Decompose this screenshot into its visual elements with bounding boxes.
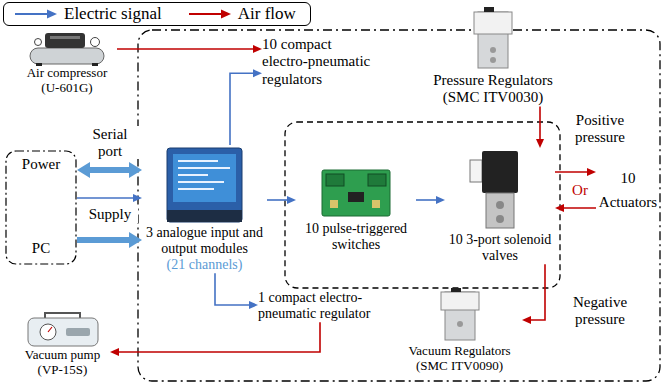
air-flow-arrow: [555, 204, 596, 212]
air-flow-arrow: [522, 264, 545, 324]
compressor-node: Air compressor (U-601G): [17, 30, 117, 96]
dash-dot-border: [6, 151, 76, 264]
air-flow-arrow: [110, 322, 320, 356]
node-text: Pressure Regulators (SMC ITV0030): [418, 72, 568, 107]
valve-group-boundary: [285, 122, 560, 288]
connector-line: [528, 264, 545, 320]
system-boundary: [138, 30, 660, 381]
node-text: Power: [7, 156, 75, 173]
connector-line: [215, 273, 252, 305]
actuator-node: 10 Actuators: [596, 166, 660, 214]
power-arrow: [77, 232, 142, 248]
pressure-regulator-picture: [474, 7, 512, 68]
connector-line: [117, 48, 256, 50]
air-flow-arrow: [536, 107, 544, 149]
node-text: 3 analogue input and output modules: [142, 225, 267, 257]
legend-sample: [188, 8, 232, 20]
edge-label: Serial port: [79, 126, 141, 159]
signal-arrow: [416, 196, 445, 204]
legend-item: Electric signal: [14, 4, 162, 24]
node-text: PC: [7, 240, 75, 257]
legend-box: Electric signal Air flow: [3, 2, 311, 26]
connector-line: [116, 322, 320, 352]
vacuum-pump-picture: [28, 313, 98, 346]
node-text: (21 channels): [142, 257, 267, 273]
switch-board-picture: [322, 170, 390, 216]
connector-line: [77, 197, 136, 199]
connector-line: [555, 171, 590, 173]
air-flow-arrow: [117, 45, 262, 53]
io-module-node: 3 analogue input and output modules(21 c…: [142, 145, 267, 273]
signal-arrow: [267, 196, 296, 204]
switch-node: 10 pulse-triggered switches: [296, 165, 416, 253]
vacuum-regulator-node: Vacuum Regulators (SMC ITV0090): [397, 286, 522, 374]
arrowhead: [129, 232, 142, 248]
solenoid-valve-picture: [470, 151, 518, 228]
connector-line: [561, 207, 596, 209]
connector-line: [539, 107, 541, 142]
node-text: Vacuum pump (VP-15S): [15, 348, 110, 378]
solenoid-valve-node: 10 3-port solenoid valves: [445, 148, 555, 264]
node-text: 10 pulse-triggered switches: [296, 221, 416, 253]
compressor-picture: [30, 33, 104, 66]
node-text: 10 compact electro-pneumatic regulators: [262, 36, 377, 88]
arrowhead: [77, 162, 90, 178]
arrowhead: [133, 194, 142, 202]
arrowhead: [522, 316, 531, 324]
connector-line: [230, 73, 256, 145]
signal-arrow: [230, 69, 262, 145]
edge-label: Supply: [82, 206, 138, 223]
connector-line: [86, 167, 133, 173]
power-arrow: [77, 162, 142, 178]
air-flow-arrow: [555, 168, 596, 176]
arrowhead: [287, 196, 296, 204]
arrowhead: [587, 168, 596, 176]
legend-item: Air flow: [188, 4, 296, 24]
arrowhead: [436, 196, 445, 204]
node-text: 10 3-port solenoid valves: [445, 232, 555, 264]
signal-arrow: [77, 194, 142, 202]
arrowhead: [129, 162, 142, 178]
legend-line: [189, 13, 222, 15]
edge-label: Negative pressure: [565, 294, 635, 327]
legend-arrowhead: [47, 10, 57, 19]
legend-text: Electric signal: [64, 4, 162, 24]
connector-line: [416, 199, 439, 201]
node-text: Air compressor (U-601G): [17, 66, 117, 96]
connector-line: [267, 199, 290, 201]
power-pc-box: PowerPC: [5, 150, 77, 265]
edge-label: Positive pressure: [565, 112, 635, 145]
node-text: 1 compact electro-pneumatic regulator: [258, 290, 383, 322]
node-text: Vacuum Regulators (SMC ITV0090): [397, 344, 522, 374]
arrowhead: [536, 139, 544, 148]
legend-text: Air flow: [238, 4, 296, 24]
arrowhead: [253, 45, 262, 53]
arrowhead: [253, 69, 262, 77]
legend-line: [15, 13, 48, 15]
vacuum-pump-node: Vacuum pump (VP-15S): [15, 312, 110, 378]
vacuum-regulator-picture: [441, 288, 479, 340]
regulator-group-node: 10 compact electro-pneumatic regulators: [262, 36, 377, 88]
io-module-picture: [167, 148, 242, 222]
note-label: Or: [566, 182, 594, 199]
vacuum-regulator-control-node: 1 compact electro-pneumatic regulator: [258, 290, 383, 322]
arrowhead: [249, 301, 258, 309]
pressure-regulator-node: Pressure Regulators (SMC ITV0030): [418, 4, 568, 107]
node-text: 10 Actuators: [596, 166, 660, 214]
connector-line: [77, 237, 133, 243]
legend-sample: [14, 8, 58, 20]
arrowhead: [110, 348, 119, 356]
arrowhead: [555, 204, 564, 212]
signal-arrow: [215, 273, 258, 309]
legend-arrowhead: [221, 10, 231, 19]
